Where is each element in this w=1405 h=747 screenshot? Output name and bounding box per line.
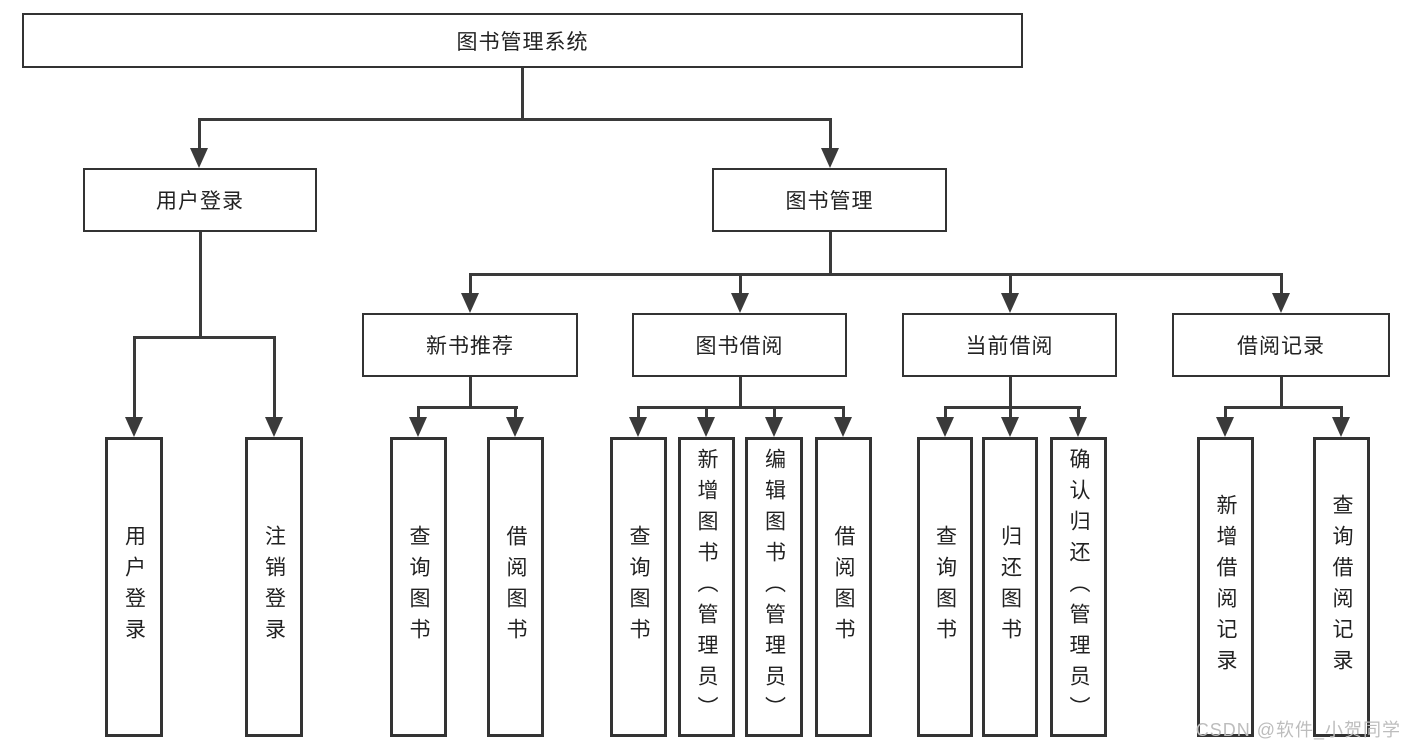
node-current-borrow-label: 当前借阅 [965,335,1054,358]
connector [273,336,276,417]
leaf-borrow-books-newbook-label: 借阅图书 [504,525,527,649]
connector [773,406,776,417]
connector [469,273,1283,276]
leaf-borrow-books-newbook: 借阅图书 [487,437,544,737]
leaf-add-borrow-record-label: 新增借阅记录 [1214,494,1237,680]
connector [469,273,472,293]
leaf-add-borrow-record: 新增借阅记录 [1197,437,1254,737]
connector [417,406,518,409]
connector [198,118,201,148]
leaf-query-borrow-record-label: 查询借阅记录 [1330,494,1353,680]
leaf-query-books-current-label: 查询图书 [933,525,957,649]
connector [199,231,202,336]
leaf-add-books-admin-label: 新增图书（管理员） [695,447,718,727]
leaf-add-books-admin: 新增图书（管理员） [678,437,735,737]
node-user-login-label: 用户登录 [156,190,244,213]
connector [637,406,845,409]
connector [637,406,640,417]
arrow-down-icon [265,417,283,437]
leaf-logout-login: 注销登录 [245,437,303,737]
connector [842,406,845,417]
node-new-book-recommend: 新书推荐 [362,313,578,377]
node-borrow-records-label: 借阅记录 [1237,335,1325,358]
connector [1280,377,1283,406]
leaf-query-books-newbook: 查询图书 [390,437,447,737]
connector [514,406,517,417]
connector [1009,406,1012,417]
connector [1280,273,1283,293]
arrow-down-icon [1001,293,1019,313]
connector [1340,406,1343,417]
arrow-down-icon [1332,417,1350,437]
node-current-borrow: 当前借阅 [902,313,1117,377]
arrow-down-icon [1001,417,1019,437]
leaf-query-books-borrow: 查询图书 [610,437,667,737]
node-root: 图书管理系统 [22,13,1023,68]
connector [739,273,742,293]
leaf-user-login-label: 用户登录 [122,525,146,649]
arrow-down-icon [1272,293,1290,313]
connector [198,118,832,121]
leaf-query-borrow-record: 查询借阅记录 [1313,437,1370,737]
connector [133,336,136,417]
leaf-return-books: 归还图书 [982,437,1038,737]
connector [133,336,276,339]
arrow-down-icon [461,293,479,313]
leaf-borrow-books: 借阅图书 [815,437,872,737]
leaf-edit-books-admin-label: 编辑图书（管理员） [762,447,786,727]
arrow-down-icon [629,417,647,437]
leaf-confirm-return-admin-label: 确认归还（管理员） [1067,447,1090,727]
connector [1009,273,1012,293]
node-new-book-recommend-label: 新书推荐 [426,335,514,358]
arrow-down-icon [765,417,783,437]
connector [944,406,947,417]
leaf-query-books-borrow-label: 查询图书 [627,525,650,649]
arrow-down-icon [506,417,524,437]
arrow-down-icon [190,148,208,168]
leaf-logout-login-label: 注销登录 [262,525,286,649]
arrow-down-icon [731,293,749,313]
leaf-query-books-current: 查询图书 [917,437,973,737]
node-book-borrow: 图书借阅 [632,313,847,377]
node-book-management: 图书管理 [712,168,947,232]
leaf-return-books-label: 归还图书 [998,525,1022,649]
leaf-confirm-return-admin: 确认归还（管理员） [1050,437,1107,737]
node-book-borrow-label: 图书借阅 [695,335,784,358]
arrow-down-icon [1216,417,1234,437]
watermark: CSDN @软件_小贺同学 [1195,720,1401,740]
arrow-down-icon [1069,417,1087,437]
connector [521,68,524,118]
node-borrow-records: 借阅记录 [1172,313,1390,377]
arrow-down-icon [834,417,852,437]
connector [705,406,708,417]
arrow-down-icon [936,417,954,437]
connector [829,232,832,273]
connector [1009,377,1012,406]
connector [1224,406,1343,409]
leaf-user-login: 用户登录 [105,437,163,737]
node-user-login: 用户登录 [83,168,317,232]
leaf-query-books-newbook-label: 查询图书 [407,525,430,649]
leaf-borrow-books-label: 借阅图书 [832,525,855,649]
connector [944,406,1081,409]
node-book-management-label: 图书管理 [785,190,874,213]
connector [1224,406,1227,417]
arrow-down-icon [409,417,427,437]
node-root-label: 图书管理系统 [456,30,589,54]
arrow-down-icon [125,417,143,437]
connector [829,118,832,148]
connector [417,406,420,417]
leaf-edit-books-admin: 编辑图书（管理员） [745,437,803,737]
arrow-down-icon [821,148,839,168]
arrow-down-icon [697,417,715,437]
connector [1077,406,1080,417]
connector [469,377,472,406]
connector [739,377,742,406]
